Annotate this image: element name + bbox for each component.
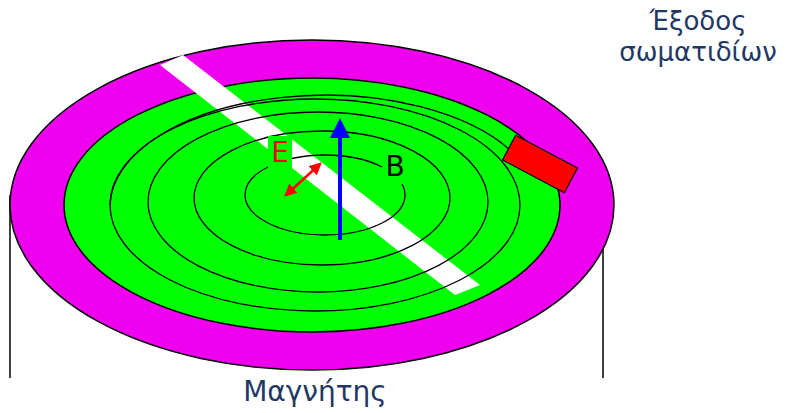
magnet-label: Μαγνήτης — [243, 375, 387, 409]
exit-label: Έξοδος σωματιδίων — [598, 6, 798, 68]
field-b-arrow — [338, 122, 342, 240]
spiral-path — [110, 95, 520, 311]
magnet-side — [9, 195, 11, 378]
gap-band — [160, 55, 480, 295]
magnet-pole — [10, 40, 614, 370]
field-e-label: E — [268, 136, 292, 170]
particle-exit — [503, 135, 578, 193]
dee-electrodes — [64, 78, 560, 332]
field-b-label: B — [382, 150, 407, 184]
